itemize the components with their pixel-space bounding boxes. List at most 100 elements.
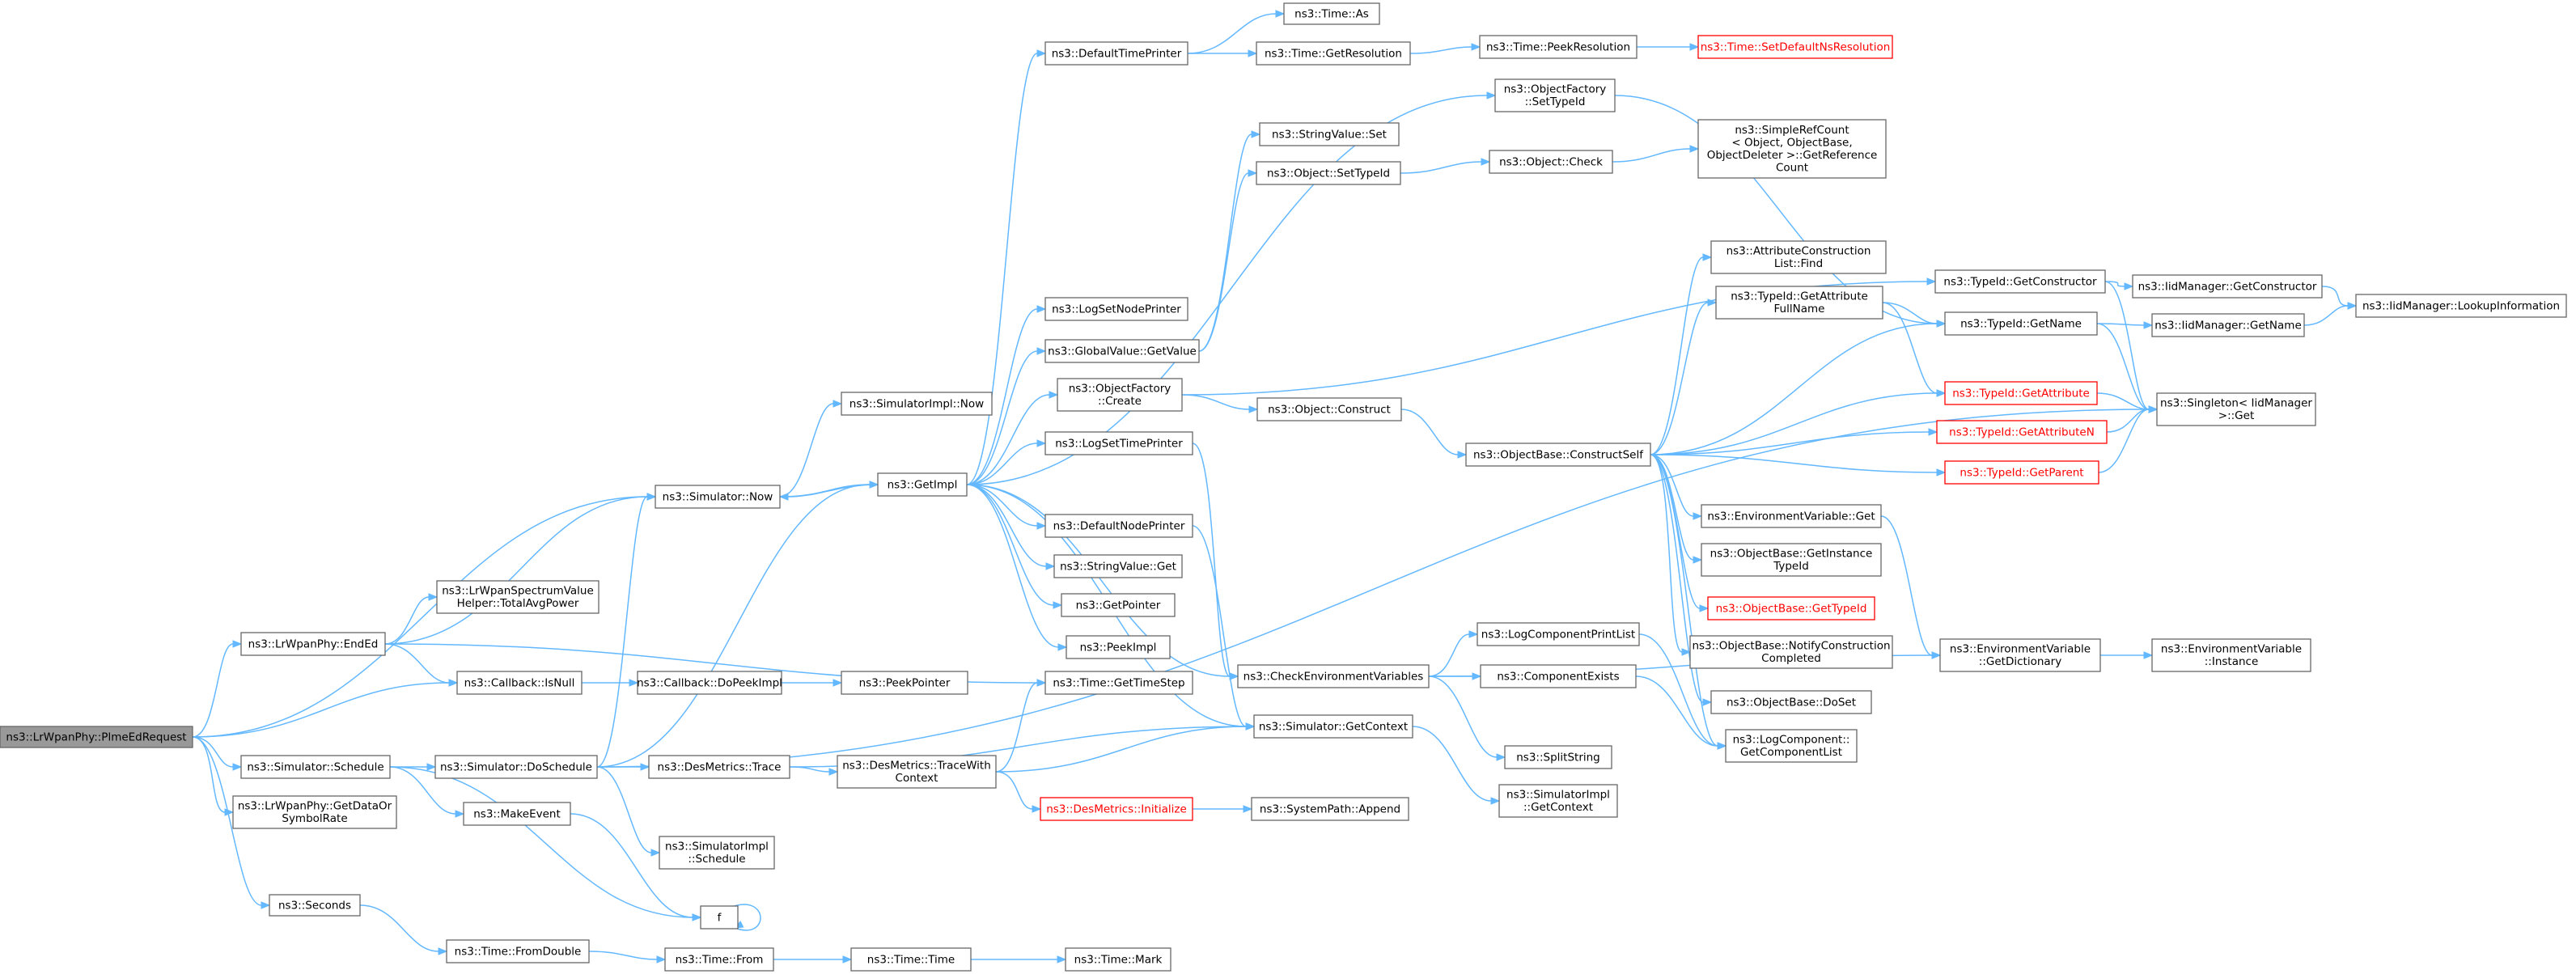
edge-objbasecs-to-tidgetattrn <box>1650 428 1938 455</box>
node-ns3-environmentvariable-get[interactable]: ns3::EnvironmentVariable::Get <box>1701 504 1882 528</box>
node-ns3-object-construct[interactable]: ns3::Object::Construct <box>1256 397 1402 421</box>
node-label: ns3::LrWpanPhy::EndEd <box>248 637 379 650</box>
edge-getimpl-to-defprinter <box>966 49 1047 485</box>
node-ns3-lrwpanphy-ended[interactable]: ns3::LrWpanPhy::EndEd <box>240 632 386 656</box>
edge-arrowhead <box>1693 556 1703 564</box>
node-ns3-time-from[interactable]: ns3::Time::From <box>664 947 774 972</box>
node-label: Completed <box>1761 652 1821 665</box>
edge-makeevent-to-f <box>570 813 702 921</box>
node-ns3-objectbase-doset[interactable]: ns3::ObjectBase::DoSet <box>1710 690 1872 714</box>
edge-getimpl-to-simnow <box>778 484 879 501</box>
node-box <box>655 485 781 509</box>
node-ns3-seconds[interactable]: ns3::Seconds <box>269 894 361 917</box>
node-ns3-objectfactory-settypeid[interactable]: ns3::ObjectFactory::SetTypeId <box>1494 78 1616 112</box>
edge-arrowhead <box>1699 604 1710 612</box>
node-label: ns3::TypeId::GetParent <box>1960 466 2083 479</box>
edge-desmtracewith-to-desminit <box>995 771 1042 813</box>
edge-arrowhead <box>2143 321 2154 329</box>
node-ns3-peekimpl[interactable]: ns3::PeekImpl <box>1066 635 1171 659</box>
node-ns3-desmetrics-trace[interactable]: ns3::DesMetrics::Trace <box>648 755 790 779</box>
node-ns3-iidmanager-getname[interactable]: ns3::IidManager::GetName <box>2151 313 2305 337</box>
node-ns3-typeid-getconstructor[interactable]: ns3::TypeId::GetConstructor <box>1934 269 2106 294</box>
node-label: ns3::Object::Check <box>1499 155 1603 168</box>
node-ns3-time-setdefaultnsresolution[interactable]: ns3::Time::SetDefaultNsResolution <box>1697 35 1893 59</box>
node-ns3-makeevent[interactable]: ns3::MakeEvent <box>463 802 571 826</box>
node-ns3-typeid-getattribute[interactable]: ns3::TypeId::GetAttribute <box>1944 381 2098 405</box>
node-ns3-getpointer[interactable]: ns3::GetPointer <box>1061 593 1176 617</box>
node-ns3-environmentvariable-instance[interactable]: ns3::EnvironmentVariable::Instance <box>2151 638 2311 672</box>
edge-line <box>966 484 1059 648</box>
node-ns3-logcomponent-getcomponentlist[interactable]: ns3::LogComponent::GetComponentList <box>1725 729 1858 763</box>
node-ns3-stringvalue-get[interactable]: ns3::StringValue::Get <box>1053 554 1183 578</box>
node-ns3-typeid-getname[interactable]: ns3::TypeId::GetName <box>1944 311 2098 336</box>
node-ns3-checkenvironmentvariables[interactable]: ns3::CheckEnvironmentVariables <box>1237 664 1430 688</box>
edge-getattrfull-to-tidgetname <box>1882 302 1947 328</box>
node-ns3-logcomponentprintlist[interactable]: ns3::LogComponentPrintList <box>1477 622 1640 646</box>
edge-getimpl-to-ofsettid <box>966 91 1497 485</box>
node-ns3-object-check[interactable]: ns3::Object::Check <box>1489 150 1613 174</box>
node-ns3-time-mark[interactable]: ns3::Time::Mark <box>1065 947 1171 972</box>
node-ns3-systempath-append[interactable]: ns3::SystemPath::Append <box>1251 797 1409 821</box>
node-ns3-callback-dopeekimpl[interactable]: ns3::Callback::DoPeekImpl <box>637 671 782 695</box>
node-ns3-lrwpanspectrumvalue-helper-totalavgpower[interactable]: ns3::LrWpanSpectrumValueHelper::TotalAvg… <box>436 580 600 614</box>
node-box <box>1479 35 1638 59</box>
node-ns3-objectfactory-create[interactable]: ns3::ObjectFactory::Create <box>1057 378 1183 412</box>
edge-arrowhead <box>1496 753 1506 761</box>
edge-line <box>1400 409 1459 455</box>
node-ns3-objectbase-constructself[interactable]: ns3::ObjectBase::ConstructSelf <box>1465 443 1651 467</box>
node-ns3-objectbase-gettypeid[interactable]: ns3::ObjectBase::GetTypeId <box>1707 596 1875 620</box>
node-ns3-peekpointer[interactable]: ns3::PeekPointer <box>841 671 968 695</box>
node-ns3-time-as[interactable]: ns3::Time::As <box>1283 2 1380 25</box>
node-ns3-time-getresolution[interactable]: ns3::Time::GetResolution <box>1256 41 1411 66</box>
node-ns3-typeid-getattributen[interactable]: ns3::TypeId::GetAttributeN <box>1936 420 2108 444</box>
node-f[interactable]: f <box>700 905 739 930</box>
node-box <box>1259 122 1400 146</box>
node-ns3-simulator-now[interactable]: ns3::Simulator::Now <box>655 485 781 509</box>
node-ns3-object-settypeid[interactable]: ns3::Object::SetTypeId <box>1256 161 1401 185</box>
node-ns3-simulatorimpl-now[interactable]: ns3::SimulatorImpl::Now <box>841 392 993 416</box>
node-ns3-typeid-getparent[interactable]: ns3::TypeId::GetParent <box>1944 460 2099 485</box>
node-label: ns3::CheckEnvironmentVariables <box>1244 670 1424 683</box>
node-ns3-simulator-schedule[interactable]: ns3::Simulator::Schedule <box>240 755 391 779</box>
edge-getimpl-to-getptr <box>966 484 1063 609</box>
node-ns3-desmetrics-initialize[interactable]: ns3::DesMetrics::Initialize <box>1040 797 1193 821</box>
edge-tidgetctor-to-singleton <box>2104 281 2159 413</box>
edge-tidgetname-to-singleton <box>2096 323 2159 413</box>
node-ns3-componentexists[interactable]: ns3::ComponentExists <box>1480 664 1637 688</box>
node-ns3-logsettimeprinter[interactable]: ns3::LogSetTimePrinter <box>1044 431 1193 455</box>
node-ns3-simulator-doschedule[interactable]: ns3::Simulator::DoSchedule <box>434 755 598 779</box>
node-ns3-singleton-iidmanager-get[interactable]: ns3::Singleton< IidManager>::Get <box>2156 392 2316 426</box>
node-ns3-defaultnodeprinter[interactable]: ns3::DefaultNodePrinter <box>1044 514 1193 538</box>
node-box <box>2132 274 2323 299</box>
node-ns3-callback-isnull[interactable]: ns3::Callback::IsNull <box>456 671 583 695</box>
node-ns3-time-peekresolution[interactable]: ns3::Time::PeekResolution <box>1479 35 1638 59</box>
node-ns3-simulator-getcontext[interactable]: ns3::Simulator::GetContext <box>1253 714 1413 739</box>
node-ns3-time-time[interactable]: ns3::Time::Time <box>850 947 972 972</box>
node-ns3-objectbase-notifyconstruction-completed[interactable]: ns3::ObjectBase::NotifyConstructionCompl… <box>1689 635 1893 669</box>
node-ns3-time-gettimestep[interactable]: ns3::Time::GetTimeStep <box>1044 671 1193 695</box>
node-ns3-environmentvariable-getdictionary[interactable]: ns3::EnvironmentVariable::GetDictionary <box>1939 638 2101 672</box>
node-label: ns3::Simulator::Now <box>663 490 773 503</box>
node-ns3-globalvalue-getvalue[interactable]: ns3::GlobalValue::GetValue <box>1044 339 1200 363</box>
node-ns3-stringvalue-set[interactable]: ns3::StringValue::Set <box>1259 122 1400 146</box>
node-ns3-lrwpanphy-plmeedrequest[interactable]: ns3::LrWpanPhy::PlmeEdRequest <box>0 726 193 748</box>
node-label: ns3::ObjectBase::GetInstance <box>1710 548 1873 561</box>
node-ns3-defaulttimeprinter[interactable]: ns3::DefaultTimePrinter <box>1044 41 1188 66</box>
edge-objconstruct-to-objbasecs <box>1400 409 1468 459</box>
node-ns3-splitstring[interactable]: ns3::SplitString <box>1504 745 1612 769</box>
node-ns3-getimpl[interactable]: ns3::GetImpl <box>877 472 968 497</box>
node-ns3-iidmanager-getconstructor[interactable]: ns3::IidManager::GetConstructor <box>2132 274 2323 299</box>
node-ns3-simulatorimpl-getcontext[interactable]: ns3::SimulatorImpl::GetContext <box>1498 784 1618 818</box>
edge-doschedule-to-simnow <box>596 493 657 768</box>
node-ns3-logsetnodeprinter[interactable]: ns3::LogSetNodePrinter <box>1044 297 1188 321</box>
node-ns3-simulatorimpl-schedule[interactable]: ns3::SimulatorImpl::Schedule <box>659 836 775 870</box>
edge-line <box>1187 13 1277 54</box>
node-ns3-simplerefcount-object-objectbase-objectdeleter-getreference-count[interactable]: ns3::SimpleRefCount< Object, ObjectBase,… <box>1697 119 1887 179</box>
node-ns3-time-fromdouble[interactable]: ns3::Time::FromDouble <box>446 939 590 963</box>
node-ns3-iidmanager-lookupinformation[interactable]: ns3::IidManager::LookupInformation <box>2355 294 2567 318</box>
